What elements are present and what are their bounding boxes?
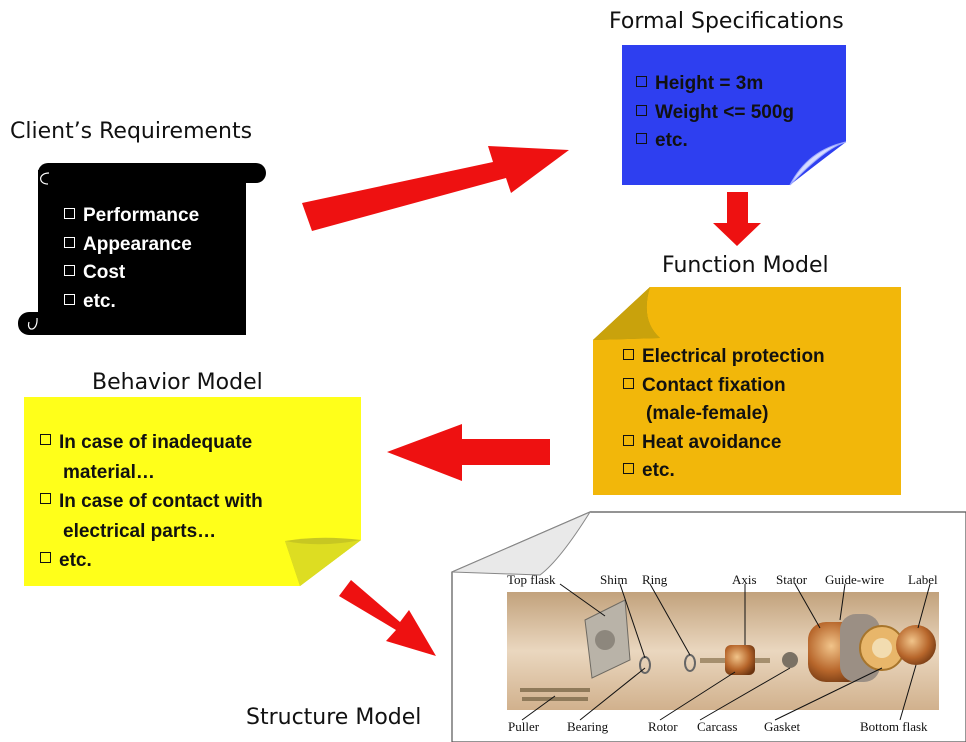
client-scroll: [18, 163, 266, 335]
behavior-model-note: [24, 397, 361, 586]
checkbox-icon: [623, 349, 634, 360]
part-label: Puller: [508, 719, 540, 734]
function-model-list: Electrical protection Contact fixation (…: [623, 343, 825, 486]
list-item: etc.: [40, 546, 263, 576]
arrow-behavior-to-structure: [339, 580, 436, 656]
part-label: Bearing: [567, 719, 609, 734]
formal-specifications-list: Height = 3m Weight <= 500g etc.: [636, 70, 794, 156]
list-item: etc.: [636, 127, 794, 156]
checkbox-icon: [40, 552, 51, 563]
list-item: In case of contact with: [40, 487, 263, 517]
checkbox-icon: [623, 434, 634, 446]
part-label: Stator: [776, 572, 808, 587]
part-label: Gasket: [764, 719, 801, 734]
checkbox-icon: [40, 434, 51, 445]
list-item: etc.: [623, 457, 825, 486]
behavior-model-title: Behavior Model: [92, 370, 263, 395]
motor-parts: [520, 599, 936, 701]
checkbox-icon: [64, 236, 75, 248]
part-label: Label: [908, 572, 938, 587]
structure-model-title: Structure Model: [246, 705, 422, 730]
list-item-continuation: (male-female): [646, 403, 769, 424]
client-requirements-list: Performance Appearance Cost etc.: [64, 202, 199, 316]
function-model-title: Function Model: [662, 253, 829, 278]
function-model-note: [593, 287, 901, 495]
checkbox-icon: [40, 493, 51, 504]
list-item: Weight <= 500g: [636, 99, 794, 128]
list-item: Height = 3m: [636, 70, 794, 99]
part-label: Bottom flask: [860, 719, 928, 734]
list-item: In case of inadequate: [40, 428, 263, 458]
list-item-continuation: electrical parts…: [63, 520, 217, 542]
checkbox-icon: [64, 293, 75, 305]
part-label: Ring: [642, 572, 668, 587]
structure-panel: [451, 510, 966, 742]
list-item: Performance: [64, 202, 199, 231]
part-label: Guide-wire: [825, 572, 885, 587]
part-label: Rotor: [648, 719, 678, 734]
leader-lines: [521, 583, 931, 721]
checkbox-icon: [64, 208, 75, 219]
formal-spec-note: [622, 45, 847, 186]
arrow-formal-to-function: [713, 192, 761, 246]
client-requirements-title: Client’s Requirements: [10, 119, 253, 144]
checkbox-icon: [636, 133, 647, 144]
list-item-continuation: material…: [63, 461, 155, 483]
flow-arrows: [302, 146, 761, 656]
checkbox-icon: [623, 377, 634, 389]
part-label: Carcass: [697, 719, 738, 734]
behavior-model-list: In case of inadequate material… In case …: [40, 428, 263, 576]
checkbox-icon: [64, 265, 75, 276]
list-item: Appearance: [64, 231, 199, 260]
formal-specifications-title: Formal Specifications: [609, 9, 844, 34]
list-item: Heat avoidance: [623, 429, 825, 458]
part-label: Top flask: [507, 572, 556, 587]
part-label: Shim: [600, 572, 628, 587]
checkbox-icon: [636, 104, 647, 116]
arrow-client-to-formal: [302, 146, 569, 231]
list-item: Contact fixation: [623, 372, 825, 401]
checkbox-icon: [636, 76, 647, 87]
list-item: Electrical protection: [623, 343, 825, 372]
arrow-function-to-behavior: [387, 424, 550, 481]
list-item: etc.: [64, 288, 199, 317]
checkbox-icon: [623, 463, 634, 474]
part-label: Axis: [732, 572, 757, 587]
list-item: Cost: [64, 259, 199, 288]
